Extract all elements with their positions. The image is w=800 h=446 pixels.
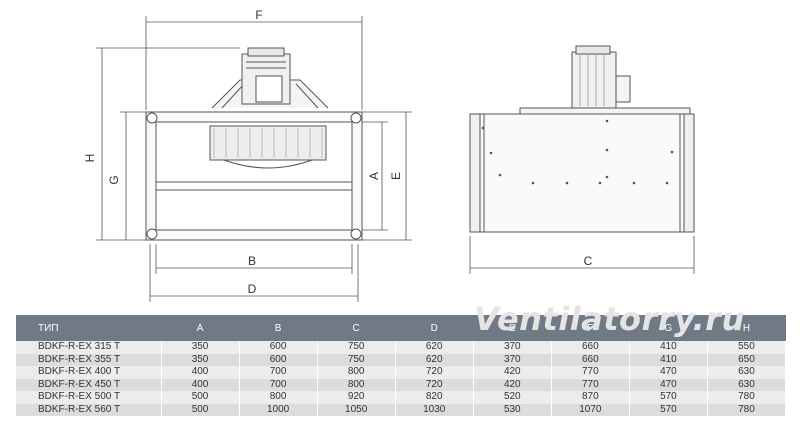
column-header-type: ТИП [16,315,161,341]
value-cell: 500 [161,403,240,416]
side-view [469,45,695,233]
value-cell: 400 [161,378,240,391]
value-cell: 370 [473,353,552,366]
value-cell: 660 [551,341,630,354]
value-cell: 420 [473,378,552,391]
value-cell: 470 [629,378,708,391]
value-cell: 530 [473,403,552,416]
front-view [145,47,363,241]
dim-label-f: F [255,8,262,22]
dim-label-g: G [107,175,121,184]
value-cell: 410 [629,353,708,366]
model-name-cell: BDKF-R-EX 315 T [16,341,162,354]
model-name-cell: BDKF-R-EX 400 T [16,366,162,379]
column-header-c: C [317,315,396,341]
value-cell: 420 [473,366,552,379]
column-header-h: H [707,315,786,341]
dim-label-c: C [584,254,593,268]
model-name-cell: BDKF-R-EX 450 T [16,378,162,391]
value-cell: 620 [395,341,474,354]
value-cell: 570 [629,391,708,404]
value-cell: 520 [473,391,552,404]
value-cell: 700 [239,366,318,379]
model-name-cell: BDKF-R-EX 500 T [16,391,162,404]
dim-label-h: H [83,154,97,163]
dim-label-b: B [248,254,256,268]
value-cell: 700 [239,378,318,391]
value-cell: 780 [707,403,787,416]
technical-drawing: F H G A E B D [83,8,695,302]
value-cell: 870 [551,391,630,404]
value-cell: 820 [395,391,474,404]
value-cell: 350 [161,353,240,366]
value-cell: 780 [707,391,787,404]
model-name-cell: BDKF-R-EX 355 T [16,353,162,366]
value-cell: 370 [473,341,552,354]
value-cell: 1030 [395,403,474,416]
value-cell: 350 [161,341,240,354]
value-cell: 660 [551,353,630,366]
value-cell: 410 [629,341,708,354]
value-cell: 770 [551,378,630,391]
value-cell: 600 [239,353,318,366]
value-cell: 500 [161,391,240,404]
value-cell: 470 [629,366,708,379]
dim-label-e: E [389,172,403,180]
dim-label-a: A [367,172,381,180]
column-header-b: B [239,315,318,341]
column-header-a: A [161,315,240,341]
value-cell: 1050 [317,403,396,416]
value-cell: 630 [707,366,787,379]
column-header-g: G [629,315,708,341]
value-cell: 630 [707,378,787,391]
value-cell: 400 [161,366,240,379]
value-cell: 800 [317,366,396,379]
value-cell: 770 [551,366,630,379]
column-header-f: F [551,315,630,341]
value-cell: 750 [317,341,396,354]
value-cell: 550 [707,341,787,354]
value-cell: 800 [239,391,318,404]
value-cell: 720 [395,378,474,391]
value-cell: 650 [707,353,787,366]
value-cell: 750 [317,353,396,366]
column-header-e: E [473,315,552,341]
model-name-cell: BDKF-R-EX 560 T [16,403,162,416]
value-cell: 570 [629,403,708,416]
column-header-d: D [395,315,474,341]
value-cell: 600 [239,341,318,354]
dim-label-d: D [248,282,257,296]
value-cell: 800 [317,378,396,391]
value-cell: 720 [395,366,474,379]
value-cell: 1000 [239,403,318,416]
value-cell: 920 [317,391,396,404]
value-cell: 620 [395,353,474,366]
value-cell: 1070 [551,403,630,416]
